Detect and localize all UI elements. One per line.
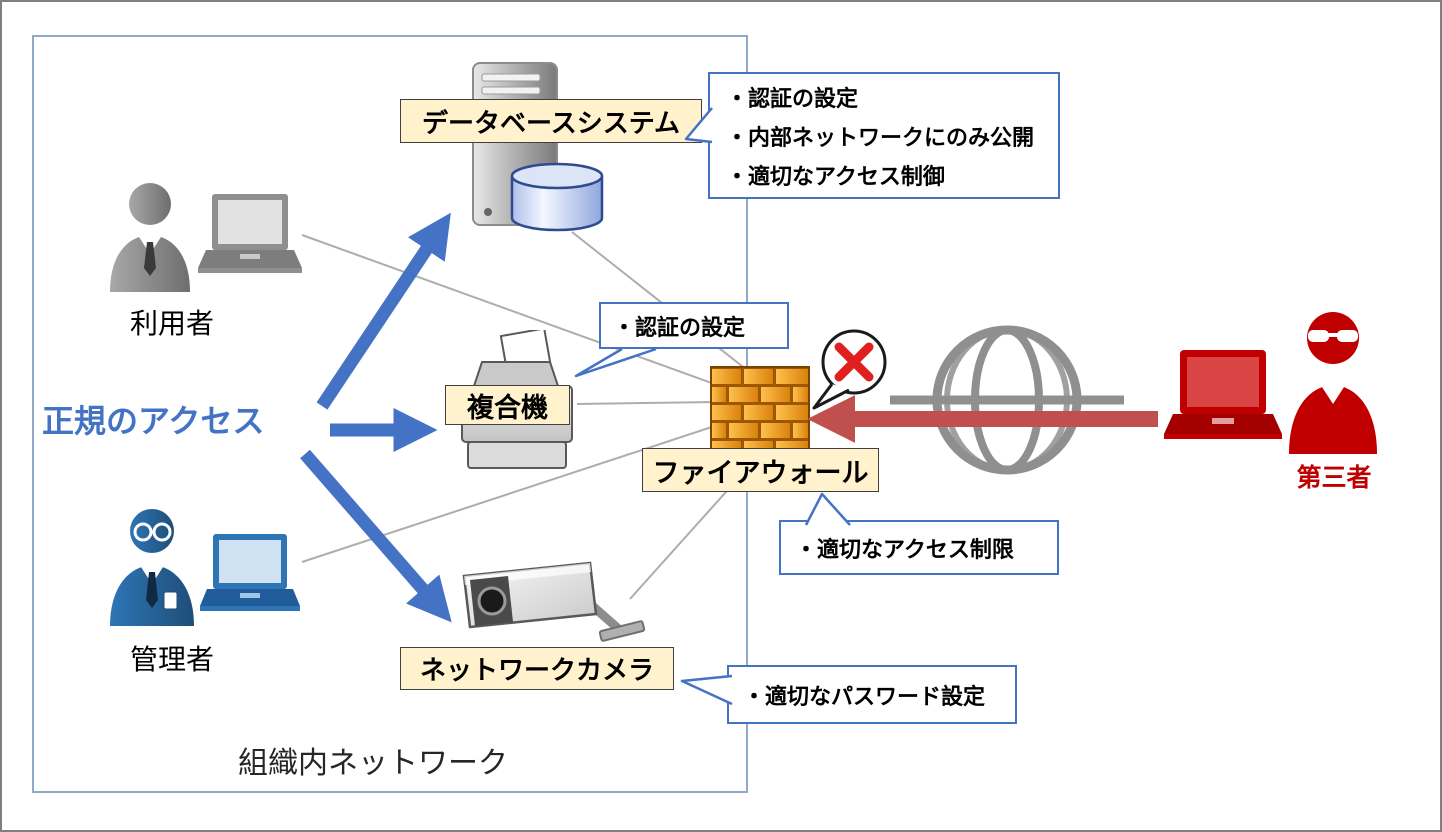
- database-callout-line-3: ・適切なアクセス制御: [726, 165, 945, 190]
- camera-label: ネットワークカメラ: [400, 647, 674, 690]
- user-laptop-icon: [198, 194, 302, 273]
- network-camera-icon: [462, 561, 646, 642]
- admin-laptop-icon: [200, 534, 300, 611]
- internet-globe-icon: [890, 325, 1124, 475]
- database-callout-line-1: ・認証の設定: [726, 87, 859, 112]
- user-person-icon: [110, 183, 190, 292]
- attacker-laptop-icon: [1164, 350, 1282, 439]
- firewall-callout: ・適切なアクセス制限: [779, 492, 1059, 575]
- database-callout-line-2: ・内部ネットワークにのみ公開: [726, 126, 1035, 151]
- attacker-sunglasses: [1308, 330, 1358, 342]
- database-cylinder-icon: [510, 162, 604, 232]
- internal-network-label: 組織内ネットワーク: [238, 746, 508, 781]
- blocked-x-icon: [834, 342, 874, 382]
- attacker-label: 第三者: [1296, 463, 1372, 492]
- firewall-callout-line-1: ・適切なアクセス制限: [795, 537, 1014, 563]
- database-callout-tail: [684, 107, 713, 144]
- database-callout: ・認証の設定 ・内部ネットワークにのみ公開 ・適切なアクセス制御: [684, 72, 1060, 199]
- database-label: データベースシステム: [400, 99, 702, 143]
- blocked-x-bubble-icon: [812, 329, 887, 410]
- printer-callout-line-1: ・認証の設定: [613, 315, 746, 341]
- printer-callout-tail: [574, 347, 657, 378]
- firewall-callout-tail: [804, 492, 851, 526]
- admin-label: 管理者: [129, 643, 214, 676]
- camera-callout-tail: [680, 674, 733, 706]
- admin-person-icon: [110, 509, 194, 626]
- camera-callout-line-1: ・適切なパスワード設定: [743, 684, 986, 710]
- firewall-label: ファイアウォール: [642, 448, 879, 492]
- admin-glasses: [133, 522, 172, 542]
- firewall-brick-icon: [710, 366, 810, 461]
- printer-callout: ・認証の設定: [574, 302, 789, 378]
- camera-callout: ・適切なパスワード設定: [680, 665, 1017, 724]
- attacker-person-icon: [1289, 312, 1377, 454]
- user-label: 利用者: [129, 307, 214, 340]
- legitimate-access-label: 正規のアクセス: [42, 402, 265, 440]
- printer-label: 複合機: [445, 385, 570, 425]
